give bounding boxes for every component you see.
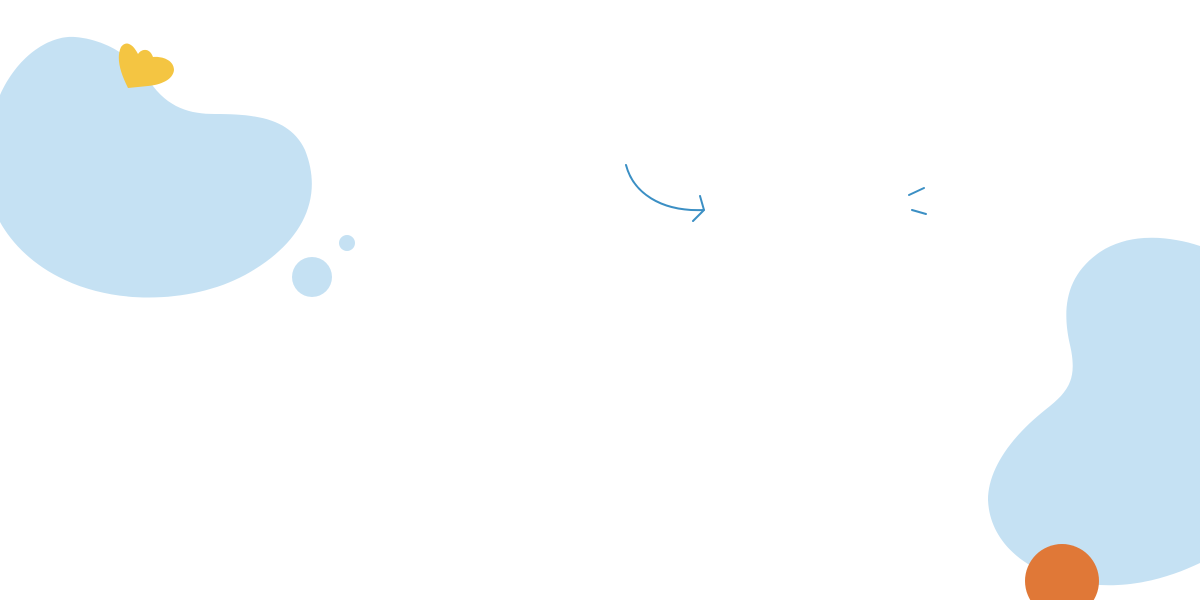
curved-arrow-icon — [625, 164, 705, 212]
orange-circle — [1025, 544, 1099, 600]
bubble-small — [339, 235, 355, 251]
heart-icon — [118, 43, 174, 88]
right-blob — [988, 237, 1200, 586]
arrow-head-icon — [692, 195, 705, 222]
top-left-blob — [0, 36, 312, 298]
accent-line-bottom — [911, 209, 927, 215]
bubble-large — [292, 257, 332, 297]
accent-line-top — [908, 187, 925, 196]
